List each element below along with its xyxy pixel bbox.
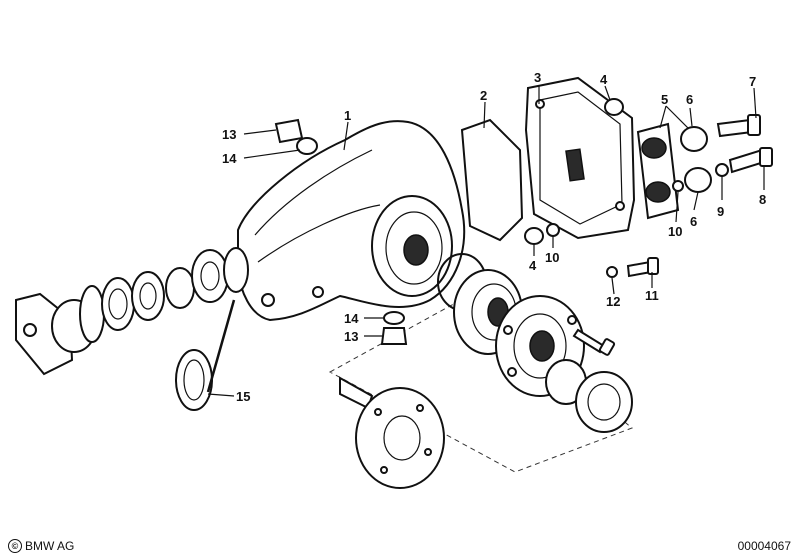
- diagram-number: 00004067: [737, 539, 791, 553]
- rubber-mount-bracket: [636, 122, 680, 220]
- shim-ring: [79, 285, 105, 343]
- copyright-icon: ©: [8, 539, 22, 553]
- callout-6-top: 6: [686, 92, 693, 107]
- bolt-11: [626, 257, 659, 278]
- differential-housing: [237, 120, 466, 322]
- callout-5: 5: [661, 92, 668, 107]
- brand-name: BMW AG: [25, 539, 75, 553]
- washer-10: [672, 180, 684, 192]
- callout-10-left: 10: [545, 250, 559, 265]
- callout-4-bottom: 4: [529, 258, 537, 273]
- callout-14-bottom: 14: [344, 311, 359, 326]
- housing-bearing-ring: [223, 247, 249, 293]
- seal-ring-15: [175, 349, 213, 411]
- washer-lower: [546, 223, 560, 237]
- seal-ring-upper: [296, 137, 318, 155]
- callout-13-bottom: 13: [344, 329, 358, 344]
- nut-top: [604, 98, 624, 116]
- rubber-bushing-lower: [684, 167, 712, 193]
- filler-plug: [274, 118, 304, 144]
- bolt-8: [728, 147, 773, 174]
- washer-9: [715, 163, 729, 177]
- callout-14-top: 14: [222, 151, 237, 166]
- pinion-bearing-mid: [131, 271, 165, 321]
- callout-6-bottom: 6: [690, 214, 697, 229]
- drain-plug: [380, 327, 408, 345]
- copyright-notice: © BMW AG: [8, 539, 74, 553]
- callout-13-top: 13: [222, 127, 236, 142]
- callout-12: 12: [606, 294, 620, 309]
- leader-lines: [206, 85, 765, 397]
- callout-1: 1: [344, 108, 351, 123]
- output-shaft-flange: [339, 376, 445, 489]
- pinion-bearing-rear: [191, 249, 229, 303]
- callout-4-top: 4: [600, 72, 608, 87]
- callout-9: 9: [717, 204, 724, 219]
- rubber-bushing-upper: [680, 126, 708, 152]
- callout-7: 7: [749, 74, 756, 89]
- callout-10-right: 10: [668, 224, 682, 239]
- spacer-sleeve: [165, 267, 195, 309]
- nut-lower: [524, 227, 544, 245]
- callout-8: 8: [759, 192, 766, 207]
- callout-15: 15: [236, 389, 250, 404]
- bolt-7: [716, 114, 761, 138]
- assembly-dashed-outline: [328, 294, 633, 473]
- callout-3: 3: [534, 70, 541, 85]
- seal-ring-lower: [383, 311, 405, 325]
- washer-12: [606, 266, 618, 278]
- shaft-seal: [575, 371, 633, 433]
- pinion-bearing-front: [101, 277, 135, 331]
- cover-gasket: [460, 118, 524, 242]
- rear-cover-plate: [524, 76, 636, 240]
- callout-11: 11: [645, 288, 659, 303]
- callout-2: 2: [480, 88, 487, 103]
- hub-bolt: [572, 328, 616, 356]
